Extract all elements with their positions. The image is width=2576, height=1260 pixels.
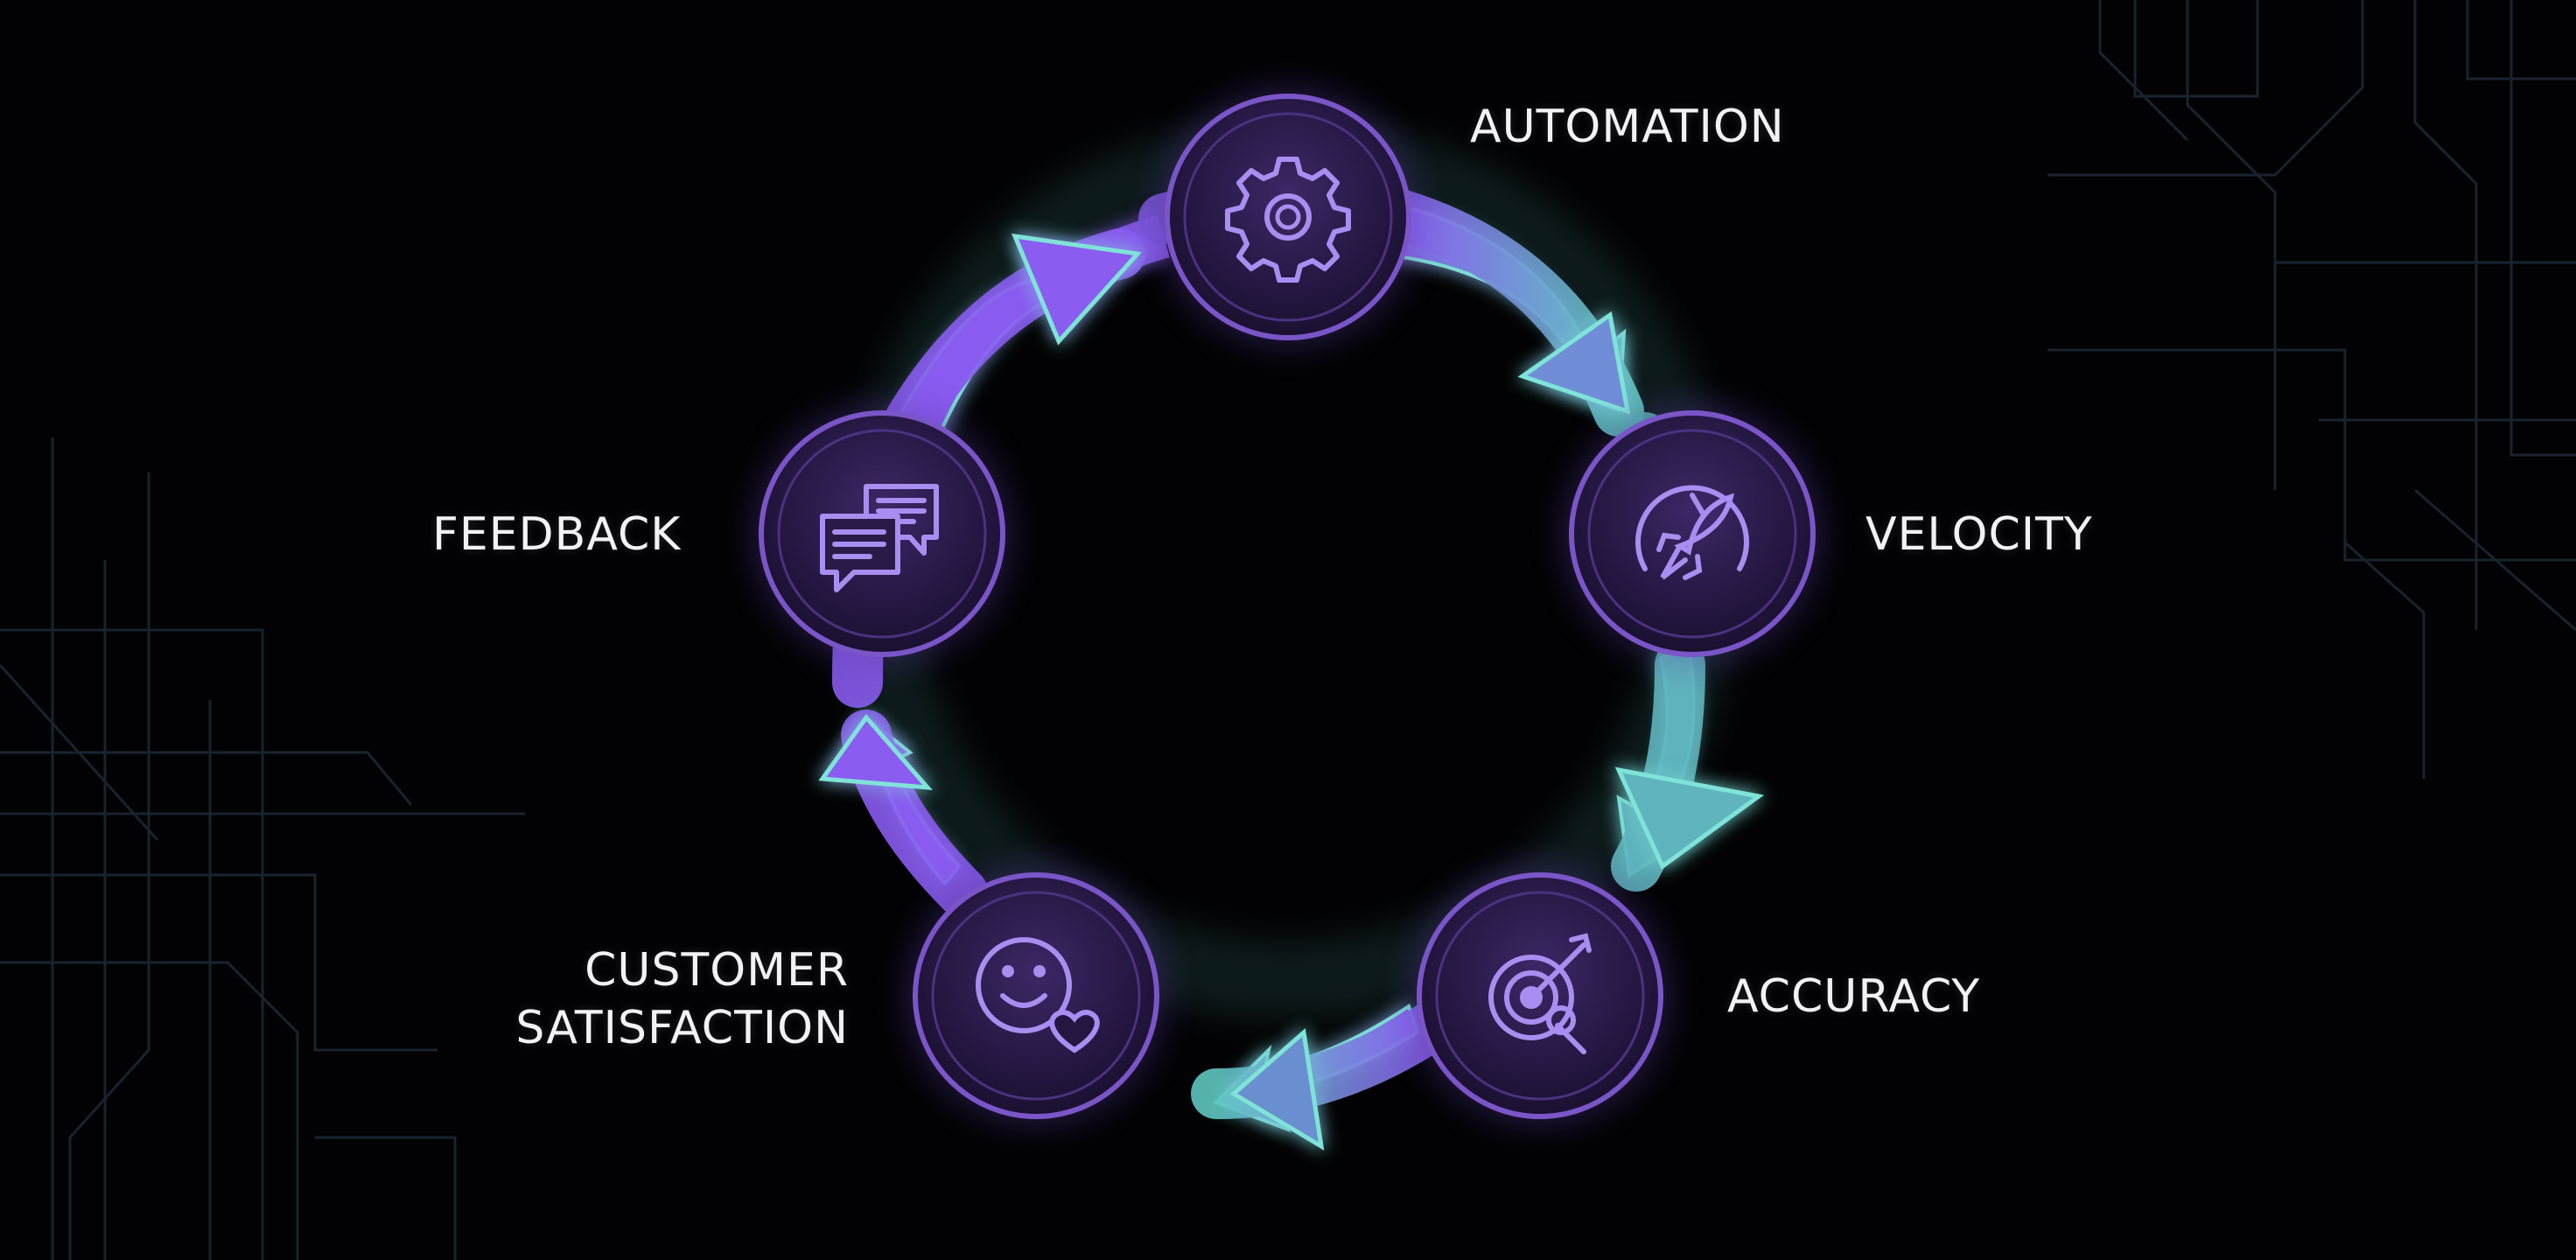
arrowhead-automation-to-velocity xyxy=(1517,311,1631,415)
node-accuracy xyxy=(1409,864,1671,1127)
arrowhead-feedback-to-automation xyxy=(1012,233,1142,346)
label-automation: AUTOMATION xyxy=(1470,98,1785,156)
target-icon xyxy=(1488,933,1592,1054)
arrowhead-accuracy-to-customer xyxy=(1229,1028,1325,1151)
label-feedback-text: FEEDBACK xyxy=(432,508,682,561)
label-velocity-text: VELOCITY xyxy=(1866,508,2093,561)
node-customer-satisfaction xyxy=(905,864,1167,1127)
label-velocity: VELOCITY xyxy=(1866,506,2093,564)
smiley-heart-icon xyxy=(976,937,1100,1054)
node-velocity xyxy=(1561,402,1824,665)
arrowhead-velocity-to-accuracy xyxy=(1614,766,1765,870)
arrowhead-customer-to-feedback xyxy=(818,713,933,791)
gear-icon xyxy=(1225,157,1351,283)
label-customer-line1: CUSTOMER xyxy=(584,944,849,997)
label-customer-satisfaction: CUSTOMER SATISFACTION xyxy=(455,942,849,1057)
node-feedback xyxy=(751,402,1013,665)
label-accuracy: ACCURACY xyxy=(1727,968,1980,1026)
arrow-heads xyxy=(818,233,1765,1151)
label-accuracy-text: ACCURACY xyxy=(1727,970,1981,1023)
label-customer-line2: SATISFACTION xyxy=(515,1002,849,1054)
node-automation xyxy=(1157,86,1419,348)
label-feedback: FEEDBACK xyxy=(432,506,681,564)
label-automation-text: AUTOMATION xyxy=(1470,101,1785,153)
chat-bubbles-icon xyxy=(820,484,939,592)
rocket-gauge-icon xyxy=(1635,485,1749,580)
